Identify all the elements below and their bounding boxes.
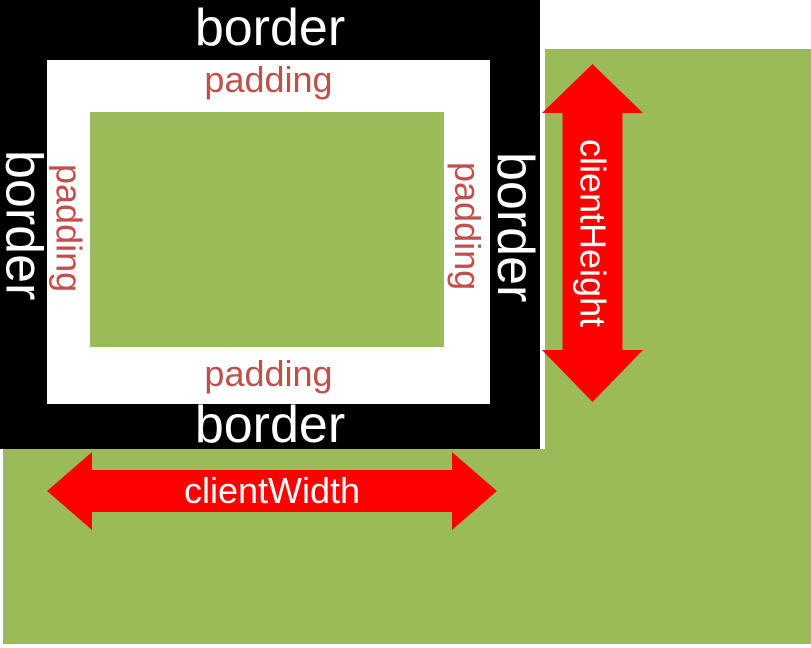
border-left-label-area: border <box>0 135 53 315</box>
border-left-label: border <box>0 149 53 301</box>
content-box <box>90 112 444 347</box>
padding-right-label: padding <box>447 161 488 291</box>
padding-top-label: padding <box>204 59 333 100</box>
padding-bottom-label: padding <box>204 353 333 394</box>
padding-left-label: padding <box>48 163 90 293</box>
border-top-label: border <box>194 0 346 57</box>
border-right-label-area: border <box>486 132 544 322</box>
double-arrow-vertical-icon <box>542 64 643 402</box>
client-height-arrow: clientHeight <box>542 64 643 402</box>
client-width-label: clientWidth <box>183 470 361 511</box>
client-height-label: clientHeight <box>572 138 614 328</box>
padding-right-label-area: padding <box>444 156 490 296</box>
client-width-arrow: clientWidth <box>47 452 497 530</box>
padding-left-label-area: padding <box>47 158 90 298</box>
border-right-label: border <box>486 151 544 303</box>
border-bottom-label: border <box>194 396 346 454</box>
double-arrow-horizontal-icon <box>47 452 497 530</box>
